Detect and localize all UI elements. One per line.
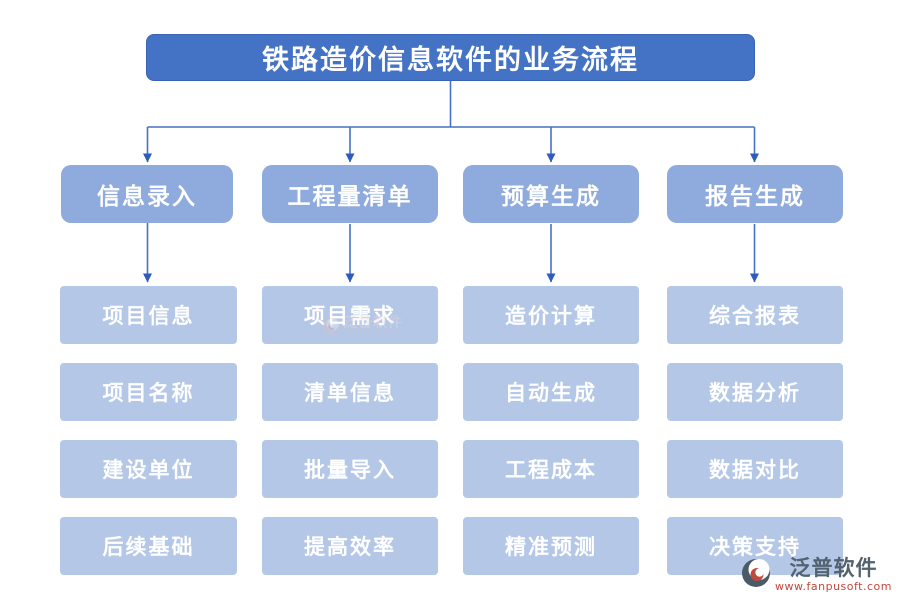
column-header-info-entry: 信息录入 <box>61 165 233 223</box>
diagram-title-text: 铁路造价信息软件的业务流程 <box>262 45 639 76</box>
flow-cell: 数据分析 <box>667 363 843 421</box>
flow-cell: 批量导入 <box>262 440 438 498</box>
flow-cell: 数据对比 <box>667 440 843 498</box>
fanpu-logo-url: www.fanpusoft.com <box>775 580 892 593</box>
flow-cell: 自动生成 <box>463 363 639 421</box>
flow-cell: 提高效率 <box>262 517 438 575</box>
flow-cell: 后续基础 <box>60 517 237 575</box>
flow-cell: 综合报表 <box>667 286 843 344</box>
fanpu-logo-text: 泛普软件 <box>789 556 878 580</box>
flow-cell: 项目信息 <box>60 286 237 344</box>
flow-cell: 项目需求 <box>262 286 438 344</box>
flow-cell: 精准预测 <box>463 517 639 575</box>
diagram-title: 铁路造价信息软件的业务流程 <box>146 34 755 81</box>
flow-cell: 工程成本 <box>463 440 639 498</box>
flow-cell: 项目名称 <box>60 363 237 421</box>
flow-cell: 造价计算 <box>463 286 639 344</box>
column-header-budget-gen: 预算生成 <box>463 165 639 223</box>
column-header-boq: 工程量清单 <box>262 165 438 223</box>
fanpu-logo-icon <box>742 559 771 587</box>
column-header-report-gen: 报告生成 <box>667 165 843 223</box>
flow-cell: 建设单位 <box>60 440 237 498</box>
vendor-logo: 泛普软件 www.fanpusoft.com <box>741 558 892 592</box>
flow-cell: 清单信息 <box>262 363 438 421</box>
